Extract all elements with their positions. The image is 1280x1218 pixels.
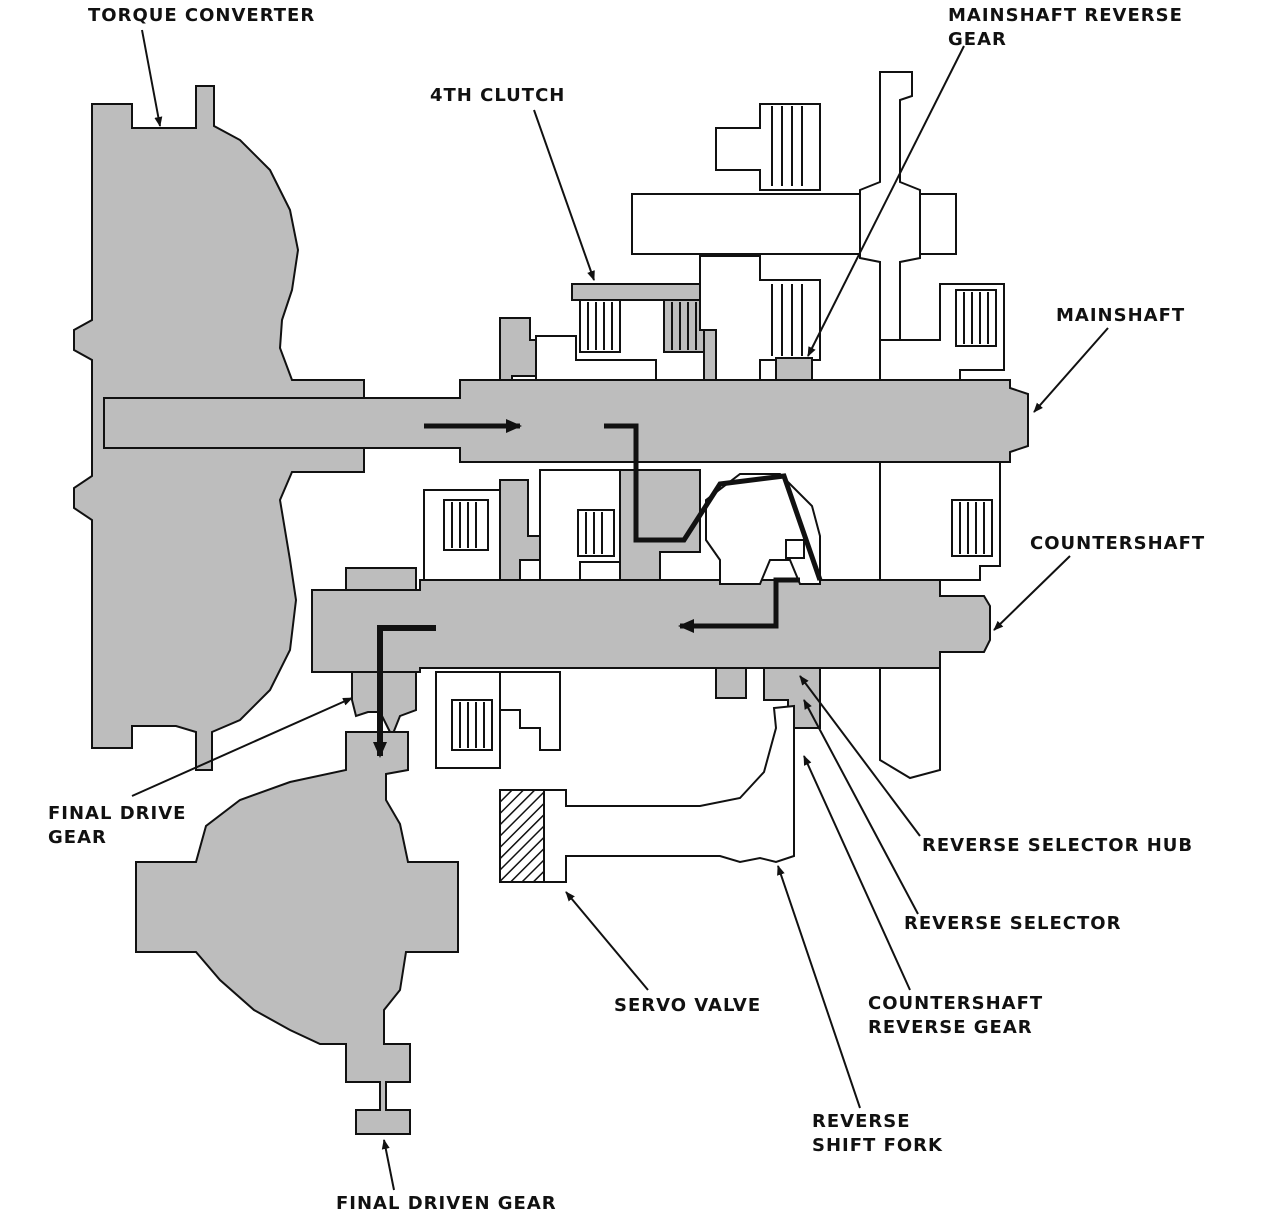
right-mainshaft-clutch bbox=[879, 283, 1005, 381]
final-drive-gear-top bbox=[345, 567, 417, 591]
label-reverse-selector-hub-text: REVERSE SELECTOR HUB bbox=[922, 835, 1194, 856]
label-servo-valve-text: SERVO VALVE bbox=[614, 995, 762, 1016]
fourth-clutch-pack bbox=[499, 283, 743, 381]
leader-lines bbox=[131, 29, 1109, 1191]
leader-reverse-selector-hub bbox=[799, 675, 921, 837]
label-final-driven-gear: FINAL DRIVEN GEAR bbox=[336, 1192, 557, 1216]
servo-valve-assembly bbox=[499, 704, 795, 883]
label-mainshaft: MAINSHAFT bbox=[1056, 304, 1185, 328]
label-torque-converter: TORQUE CONVERTER bbox=[88, 4, 315, 28]
label-servo-valve: SERVO VALVE bbox=[614, 994, 761, 1018]
label-reverse-selector-text: REVERSE SELECTOR bbox=[904, 913, 1122, 934]
leader-fourth-clutch bbox=[533, 109, 595, 281]
label-countershaft: COUNTERSHAFT bbox=[1030, 532, 1205, 556]
label-final-drive-gear: FINAL DRIVE GEAR bbox=[48, 802, 186, 850]
leader-torque-converter bbox=[141, 29, 163, 127]
label-fourth-clutch-text: 4TH CLUTCH bbox=[430, 85, 566, 106]
leader-final-driven-gear bbox=[381, 1139, 395, 1191]
label-mainshaft-reverse-gear-line2: GEAR bbox=[948, 29, 1007, 50]
label-reverse-shift-fork: REVERSE SHIFT FORK bbox=[812, 1110, 943, 1158]
label-final-drive-gear-line2: GEAR bbox=[48, 827, 107, 848]
label-mainshaft-reverse-gear: MAINSHAFT REVERSE GEAR bbox=[948, 4, 1183, 52]
leader-countershaft bbox=[993, 555, 1071, 631]
differential-housing bbox=[135, 731, 459, 1135]
label-reverse-selector: REVERSE SELECTOR bbox=[904, 912, 1121, 936]
label-final-driven-gear-text: FINAL DRIVEN GEAR bbox=[336, 1193, 557, 1214]
label-countershaft-reverse-gear-line1: COUNTERSHAFT bbox=[868, 993, 1044, 1014]
countershaft-body bbox=[311, 579, 991, 673]
leader-servo-valve bbox=[565, 891, 649, 991]
left-countershaft-clutch bbox=[423, 479, 547, 581]
leader-countershaft-reverse-gear bbox=[803, 755, 911, 991]
mainshaft-reverse-gear-group bbox=[699, 103, 821, 381]
label-mainshaft-reverse-gear-line1: MAINSHAFT REVERSE bbox=[948, 5, 1183, 26]
leader-mainshaft-reverse-gear bbox=[807, 45, 965, 357]
label-fourth-clutch: 4TH CLUTCH bbox=[430, 84, 565, 108]
leader-reverse-shift-fork bbox=[777, 865, 861, 1109]
final-drive-gear bbox=[351, 671, 417, 739]
lower-countershaft-clutch bbox=[435, 671, 561, 769]
leader-mainshaft bbox=[1033, 327, 1109, 413]
label-final-drive-gear-line1: FINAL DRIVE bbox=[48, 803, 187, 824]
label-mainshaft-text: MAINSHAFT bbox=[1056, 305, 1186, 326]
power-flow-path bbox=[373, 419, 823, 758]
leader-reverse-selector bbox=[803, 699, 919, 915]
leader-final-drive-gear bbox=[131, 697, 353, 797]
reverse-idler-gear bbox=[859, 71, 921, 348]
label-reverse-shift-fork-line2: SHIFT FORK bbox=[812, 1135, 943, 1156]
label-reverse-selector-hub: REVERSE SELECTOR HUB bbox=[922, 834, 1193, 858]
label-countershaft-reverse-gear-line2: REVERSE GEAR bbox=[868, 1017, 1033, 1038]
label-countershaft-reverse-gear: COUNTERSHAFT REVERSE GEAR bbox=[868, 992, 1043, 1040]
mainshaft-body bbox=[103, 379, 1029, 463]
label-reverse-shift-fork-line1: REVERSE bbox=[812, 1111, 911, 1132]
label-countershaft-text: COUNTERSHAFT bbox=[1030, 533, 1206, 554]
label-torque-converter-text: TORQUE CONVERTER bbox=[88, 5, 316, 26]
middle-countershaft-clutch bbox=[539, 469, 749, 581]
right-countershaft-clutch bbox=[879, 461, 1001, 780]
